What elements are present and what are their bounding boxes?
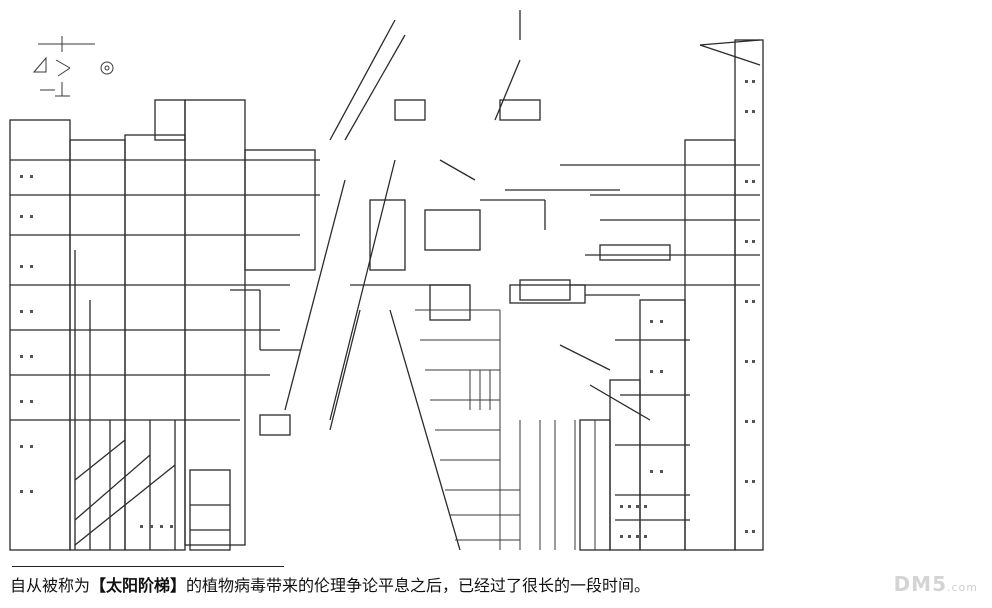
left-buildings xyxy=(9,99,320,551)
ascii-art-illustration xyxy=(9,10,764,551)
left-building-windows xyxy=(20,175,173,528)
right-buildings xyxy=(439,39,764,551)
watermark-domain: .com xyxy=(947,581,978,594)
emblem-mark xyxy=(32,36,114,97)
caption-highlight: 【太阳阶梯】 xyxy=(90,576,187,595)
ascii-art-drawing xyxy=(9,10,764,551)
watermark-brand: DM5 xyxy=(893,572,947,596)
right-building-windows xyxy=(620,80,755,538)
site-watermark: DM5.com xyxy=(894,572,978,596)
caption-prefix: 自从被称为 xyxy=(10,576,91,595)
central-tower xyxy=(284,10,640,551)
caption-text: 自从被称为【太阳阶梯】的植物病毒带来的伦理争论平息之后，已经过了很长的一段时间。 xyxy=(10,572,650,596)
caption-divider xyxy=(12,566,284,567)
tower-texture xyxy=(415,309,596,550)
caption-suffix: 的植物病毒带来的伦理争论平息之后，已经过了很长的一段时间。 xyxy=(186,576,651,595)
